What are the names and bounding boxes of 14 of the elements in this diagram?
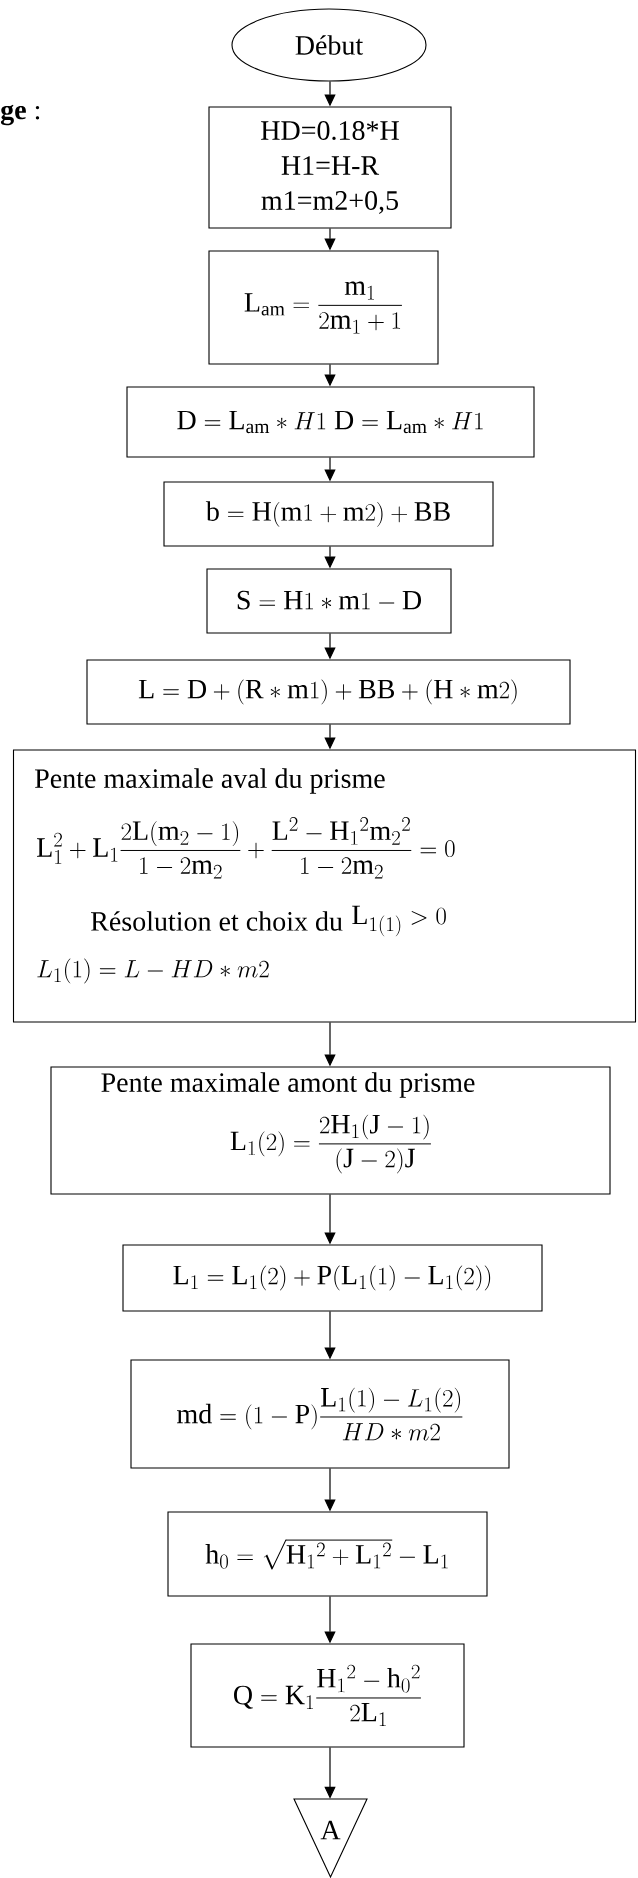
process-box: $\mathrm{Q} = \mathrm{K}_1 \frac{\mathrm{H}_1{}^2 - \mathrm{h}_0{}^2}{2\mathrm{L}_1}$ <box>190 1643 465 1748</box>
side-label: ge : <box>0 104 40 126</box>
process-box: $\mathrm{L}_1 = \mathrm{L}_1(2) + \mathrm{P}(\mathrm{L}_1(1) - \mathrm{L}_1(2))$ <box>122 1244 543 1312</box>
process-box: $\mathrm{L}_{\mathrm{am}} = \frac{\mathrm{m}_1}{2\mathrm{m}_1 + 1}$ <box>208 250 439 365</box>
process-box: Pente maximale aval du prisme $\mathrm{L}_1^2 + \mathrm{L}_1 \frac{2\mathrm{L}(\mathrm{m}_2 - 1)}{1 - 2\mathrm{m}_2} + \frac{\mathrm{L}^2 - \mathrm{H}_1{}^2\mathrm{m}_2{}^2}{1 - 2\mathrm{m}_2} = 0$ Résolution et choix du $\mathrm{L}_{1(1)} > 0$ $L_1(1) = L - HD * m2$ <box>12 749 637 1023</box>
process-box: $\mathrm{h}_0 = \sqrt{\mathrm{H}_1{}^2 + \mathrm{L}_1{}^2} - \mathrm{L}_1$ <box>167 1511 488 1597</box>
process-box: $\mathrm{D} = \mathrm{L}_{\mathrm{am}} * H1 \ \mathrm{D} = \mathrm{L}_{\mathrm{am}} * H1$ <box>126 386 535 458</box>
process-box: $\mathrm{b} = \mathrm{H}(\mathrm{m}1 + \mathrm{m}2) + \mathrm{BB}$ <box>163 481 494 547</box>
process-box: $\mathrm{S} = \mathrm{H}1 * \mathrm{m}1 - \mathrm{D}$ <box>206 568 452 634</box>
process-box: HD=0.18*H H1=H-R m1=m2+0,5 <box>208 106 452 229</box>
process-box: $\mathrm{md} = (1 - \mathrm{P}) \frac{\mathrm{L}_1(1) - L_1(2)}{HD * m2}$ <box>130 1359 510 1469</box>
process-box: Pente maximale amont du prisme $\mathrm{L}_1(2) = \frac{2\mathrm{H}_1(\mathrm{J} - 1)}{(\mathrm{J} - 2)\mathrm{J}}$ <box>50 1066 611 1195</box>
process-box: $\mathrm{L} = \mathrm{D} + (\mathrm{R} * \mathrm{m}1) + \mathrm{BB} + (\mathrm{H} * \mathrm{m}2)$ <box>86 659 571 725</box>
connector-triangle: A <box>293 1798 368 1878</box>
